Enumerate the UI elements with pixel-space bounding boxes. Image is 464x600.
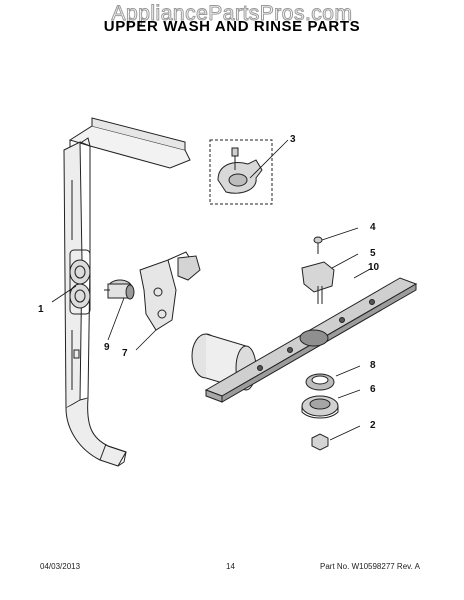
callout-5: 5 [370,248,376,259]
callout-9: 9 [104,342,110,353]
watermark: AppliancePartsPros.com [111,2,353,26]
callout-8: 8 [370,360,376,371]
callout-3: 3 [290,134,296,145]
callout-1: 1 [38,304,44,315]
callout-7: 7 [122,348,128,359]
footer-page-number: 14 [226,562,235,571]
valve-part [104,279,135,300]
supply-tube-part [63,117,191,467]
callout-10: 10 [368,262,380,273]
screw-part [313,236,323,254]
fitting-detail-part [209,139,273,205]
leader-lines [51,139,373,441]
callout-2: 2 [370,420,376,431]
spray-arm-part [204,277,418,403]
bracket-part [139,251,201,331]
seal-ring-part [305,373,335,391]
nut-part [311,433,329,451]
page-title: UPPER WASH AND RINSE PARTS [103,18,361,35]
callout-6: 6 [370,384,376,395]
callout-4: 4 [370,222,376,233]
nozzle-clip-part [301,261,335,304]
bearing-part [301,395,339,419]
footer-date: 04/03/2013 [40,562,81,571]
footer-part-number: Part No. W10598277 Rev. A [320,562,420,571]
